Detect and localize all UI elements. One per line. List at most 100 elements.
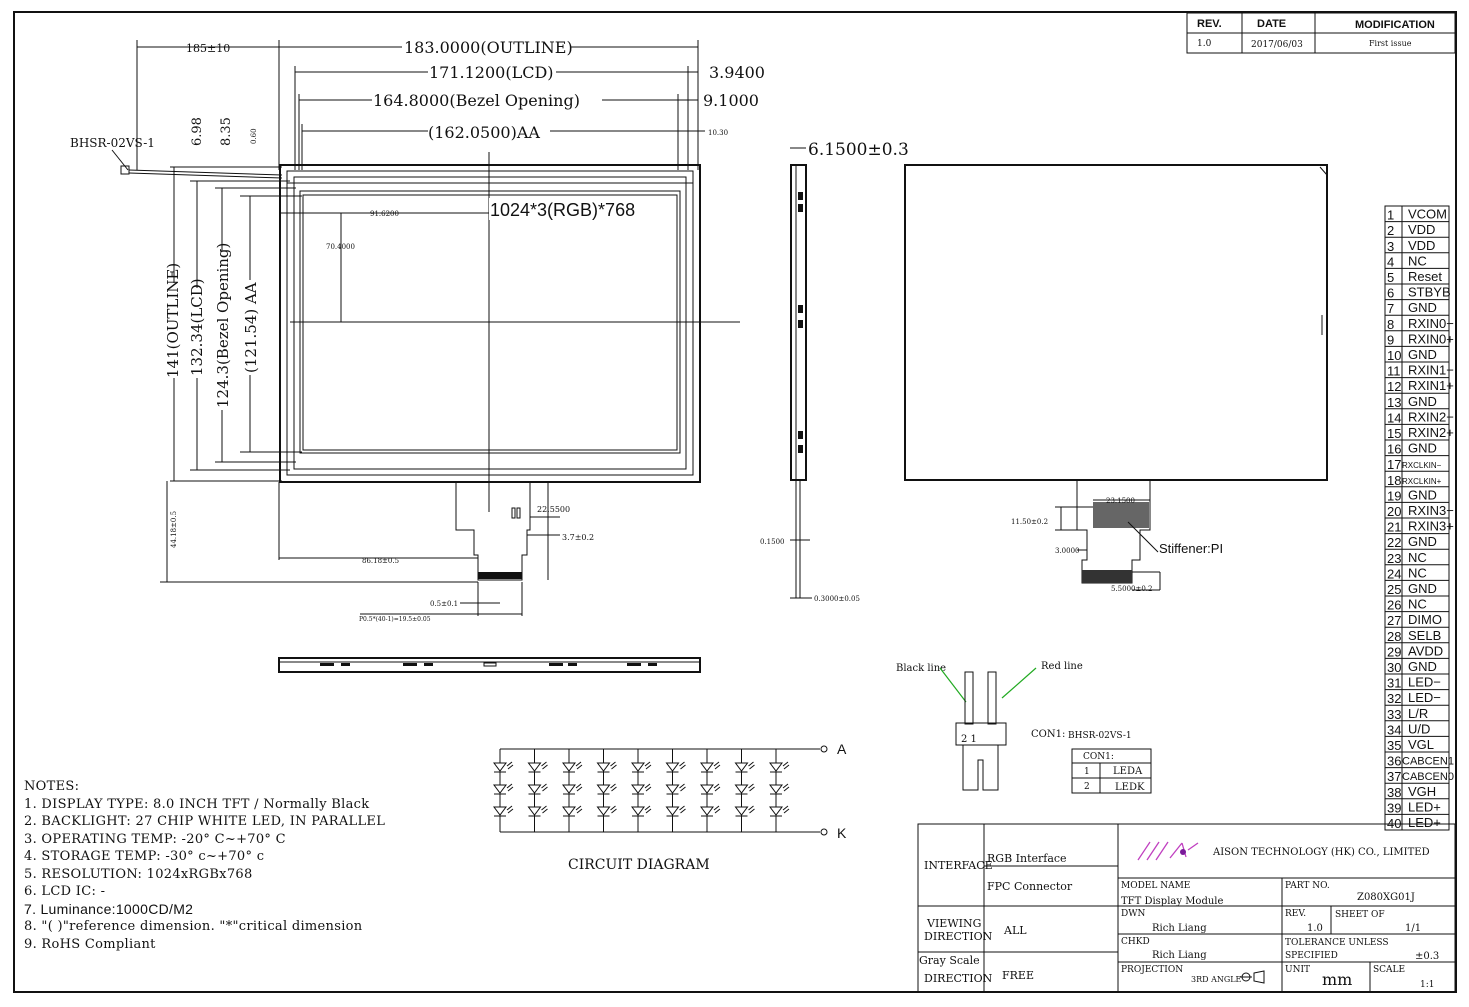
viewing-value: ALL <box>1003 924 1027 937</box>
offset-103-dim: 10.30 <box>708 129 728 137</box>
pin-number: 33 <box>1387 707 1401 722</box>
viewing-label-2: DIRECTION <box>924 930 993 943</box>
pin-signal: GND <box>1408 300 1437 315</box>
pin-signal: VGL <box>1408 737 1434 752</box>
pin-number: 3 <box>1387 239 1394 254</box>
note-5: 5. RESOLUTION: 1024xRGBx768 <box>24 866 253 882</box>
pin-signal: NC <box>1408 565 1427 580</box>
led-diode-icon <box>596 805 617 817</box>
pin-number: 10 <box>1387 348 1401 363</box>
note-4: 4. STORAGE TEMP: -30° c~+70° c <box>24 849 265 864</box>
sheet-border <box>13 11 1457 993</box>
note-7: 7. Luminance:1000CD/M2 <box>24 900 194 917</box>
pin-number: 14 <box>1387 410 1401 425</box>
pin-number: 28 <box>1387 629 1401 644</box>
con-table-leda: LEDA <box>1113 766 1143 777</box>
chkd-value: Rich Liang <box>1152 950 1207 961</box>
con-label: CON1: <box>1031 729 1065 740</box>
note-2: 2. BACKLIGHT: 27 CHIP WHITE LED, IN PARA… <box>24 814 386 829</box>
pin-number: 19 <box>1387 488 1401 503</box>
pin-signal: LED+ <box>1408 815 1441 830</box>
note-9: 9. RoHS Compliant <box>24 936 156 952</box>
projection-label: PROJECTION <box>1121 965 1183 975</box>
black-line-label: Black line <box>896 663 946 674</box>
pin-signal: RXIN1− <box>1408 363 1454 378</box>
pin-signal: GND <box>1408 534 1437 549</box>
date-header: DATE <box>1257 18 1286 30</box>
side-03-dim: 0.3000±0.05 <box>814 595 860 603</box>
pin-signal: GND <box>1408 659 1437 674</box>
pin-number: 4 <box>1387 254 1394 269</box>
pin-signal: SELB <box>1408 628 1441 643</box>
pin-number: 22 <box>1387 535 1401 550</box>
led-diode-icon <box>769 783 790 795</box>
led-diode-icon <box>562 761 583 773</box>
led-diode-icon <box>734 805 755 817</box>
interface-label: INTERFACE <box>924 859 993 872</box>
back-55-dim: 5.5000±0.2 <box>1111 585 1153 593</box>
scale-label: SCALE <box>1373 965 1405 975</box>
pin-signal: STBYB <box>1408 285 1451 300</box>
pin-signal: VCOM <box>1408 207 1447 222</box>
circuit-title: CIRCUIT DIAGRAM <box>568 857 710 873</box>
dwn-value: Rich Liang <box>1152 923 1207 934</box>
con-table-ledk: LEDK <box>1115 782 1145 793</box>
modification-header: MODIFICATION <box>1355 19 1435 31</box>
stiffener-label: Stiffener:PI <box>1159 541 1223 556</box>
bezel-height-dim: 124.3(Bezel Opening) <box>214 243 232 408</box>
pin-signal: Reset <box>1408 269 1442 284</box>
outline-width-dim: 183.0000(OUTLINE) <box>404 38 573 57</box>
side-view: 6.1500±0.3 0.1500 0.3000±0.05 <box>760 140 909 603</box>
fpc-offset-dim: 185±10 <box>186 42 230 55</box>
pin-signal: GND <box>1408 581 1437 596</box>
led-diode-icon <box>527 805 548 817</box>
fpc-05-dim: 0.5±0.1 <box>430 600 458 608</box>
pin-number: 39 <box>1387 800 1401 815</box>
led-diode-icon <box>527 783 548 795</box>
interface-fpc: FPC Connector <box>987 880 1073 893</box>
resolution-label: 1024*3(RGB)*768 <box>490 200 635 220</box>
notes-title: NOTES: <box>24 779 80 794</box>
pin-number: 8 <box>1387 317 1394 332</box>
pin-signal: RXCLKIN− <box>1402 461 1442 470</box>
pin-signal: CABCEN1 <box>1402 756 1454 768</box>
pin-signal: RXCLKIN+ <box>1402 477 1442 486</box>
center-y-dim: 70.4000 <box>326 243 355 251</box>
pin-signal: RXIN3− <box>1408 503 1454 518</box>
led-diode-icon <box>631 783 652 795</box>
pin-number: 16 <box>1387 442 1401 457</box>
dim-060: 0.60 <box>250 128 258 144</box>
pin-signal: GND <box>1408 441 1437 456</box>
pin-number: 9 <box>1387 332 1394 347</box>
led-diode-icon <box>562 783 583 795</box>
unit-value: mm <box>1322 970 1352 989</box>
pin-signal: RXIN1+ <box>1408 378 1454 393</box>
back-view: 23.1500 11.50±0.2 3.0000 5.5000±0.2 Stif… <box>904 164 1328 593</box>
pin-number: 21 <box>1387 520 1401 535</box>
front-view: 185±10 183.0000(OUTLINE) 171.1200(LCD) 3… <box>70 36 765 673</box>
pin-number: 12 <box>1387 379 1401 394</box>
pin-signal: VDD <box>1408 238 1435 253</box>
led-diode-icon <box>700 761 721 773</box>
pitch-dim: P0.5*(40-1)=19.5±0.05 <box>359 616 431 623</box>
panel-outline <box>279 164 701 483</box>
lcd-height-dim: 132.34(LCD) <box>188 278 206 376</box>
pin-number: 13 <box>1387 395 1401 410</box>
pin-signal: RXIN2− <box>1408 409 1454 424</box>
led-diode-icon <box>596 761 617 773</box>
pin-signal: LED+ <box>1408 799 1441 814</box>
anode-label: A <box>837 741 847 757</box>
gray-value: FREE <box>1002 969 1034 982</box>
pin-signal: RXIN0− <box>1408 316 1454 331</box>
led-diode-icon <box>631 805 652 817</box>
rev-label: REV. <box>1285 909 1306 919</box>
rev-value: 1.0 <box>1197 39 1212 49</box>
pin-number: 6 <box>1387 286 1394 301</box>
led-diode-icon <box>734 783 755 795</box>
pin-number: 1 <box>1387 208 1394 223</box>
fpc-861-dim: 86.18±0.5 <box>362 557 399 565</box>
scale-value: 1:1 <box>1420 980 1434 990</box>
pin-number: 35 <box>1387 738 1401 753</box>
